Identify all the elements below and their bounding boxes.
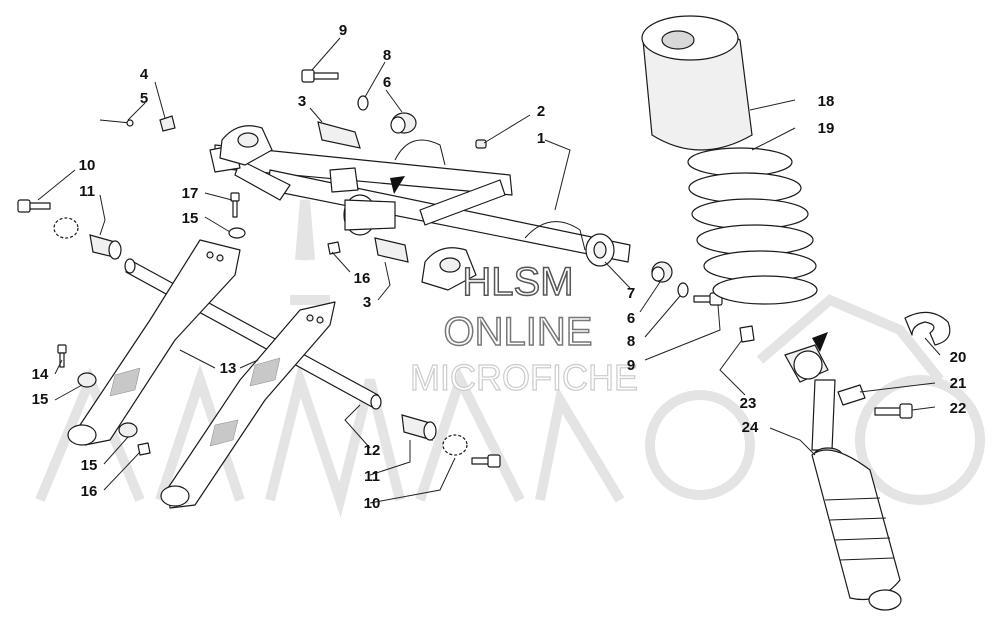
callout-15-bot: 15 — [81, 457, 98, 474]
pointer-arrow-shock — [812, 332, 828, 352]
callout-13: 13 — [220, 360, 237, 377]
watermark-line1: HLSM — [462, 260, 573, 304]
grease-fitting — [475, 139, 487, 149]
shock-bolt — [874, 403, 913, 419]
callout-3-mid: 3 — [363, 294, 371, 311]
callout-12: 12 — [364, 442, 381, 459]
callout-24: 24 — [742, 419, 759, 436]
swing-arm — [209, 139, 631, 267]
washer-top — [357, 95, 369, 111]
callout-16-bot: 16 — [81, 483, 98, 500]
callout-21: 21 — [950, 375, 967, 392]
callout-9-mid: 9 — [627, 357, 635, 374]
bumper-stop-front — [421, 247, 477, 291]
suspension-arm-left — [67, 239, 241, 446]
suspension-arm-right — [160, 301, 336, 509]
shock-sleeve — [837, 384, 866, 406]
callout-6-top: 6 — [383, 74, 391, 91]
callout-23: 23 — [740, 395, 757, 412]
watermark-text: HLSM ONLINE MICROFICHE — [409, 259, 638, 398]
bushing-top — [390, 112, 417, 134]
shock-body — [811, 379, 902, 611]
callout-22: 22 — [950, 400, 967, 417]
washer-15-left — [77, 372, 97, 388]
nut-16-bot — [137, 442, 151, 456]
callout-11-bot: 11 — [364, 468, 380, 485]
dust-cap-right — [442, 434, 468, 456]
bolt-left — [17, 199, 51, 213]
callout-18: 18 — [818, 93, 835, 110]
callout-6-mid: 6 — [627, 310, 635, 327]
callout-20: 20 — [950, 349, 967, 366]
bolt-top — [301, 69, 339, 83]
callout-17: 17 — [182, 185, 199, 202]
callout-5: 5 — [140, 90, 148, 107]
bolt-17 — [230, 192, 240, 218]
callout-19: 19 — [818, 120, 835, 137]
callout-15-left: 15 — [32, 391, 49, 408]
shock-eye — [784, 344, 829, 383]
watermark-line3: MICROFICHE — [410, 357, 638, 398]
cotter-pin — [99, 119, 134, 127]
washer-8-mid — [677, 282, 689, 298]
pointer-arrow-swingarm — [390, 176, 405, 194]
callout-2: 2 — [537, 103, 545, 120]
dust-cap-left — [53, 217, 79, 239]
coil-spring — [687, 147, 818, 305]
bolt-right — [471, 454, 501, 468]
retainer-clip — [159, 115, 176, 132]
callout-1: 1 — [537, 130, 545, 147]
callout-14: 14 — [32, 366, 49, 383]
bushing-7 — [651, 261, 673, 283]
callout-7: 7 — [627, 285, 635, 302]
bushing-right — [401, 414, 437, 441]
callout-8-top: 8 — [383, 47, 391, 64]
spring-boot — [641, 15, 753, 151]
wear-pad-top — [317, 121, 361, 149]
callout-9-top: 9 — [339, 22, 347, 39]
leader-lines — [37, 37, 941, 504]
spring-retainer — [904, 311, 951, 346]
callout-3-top: 3 — [298, 93, 306, 110]
callout-15-top: 15 — [182, 210, 199, 227]
callout-10-top: 10 — [79, 157, 96, 174]
callout-10-bot: 10 — [364, 495, 381, 512]
shock-nut — [739, 325, 755, 343]
callout-16-mid: 16 — [354, 270, 371, 287]
nut-16-mid — [327, 241, 341, 255]
callout-4: 4 — [140, 66, 149, 83]
washer-15-bot — [118, 422, 138, 438]
bolt-14 — [57, 344, 67, 368]
bumper-stop-rear — [219, 125, 273, 166]
callout-8-mid: 8 — [627, 333, 635, 350]
callout-labels: 9 8 6 4 5 3 2 1 10 11 17 15 16 3 7 6 8 9… — [32, 22, 967, 512]
watermark-line2: ONLINE — [444, 310, 593, 354]
wear-pad-mid — [374, 237, 409, 263]
bushing-left — [89, 234, 122, 260]
background-watermark-graphic — [35, 199, 985, 518]
callout-11-top: 11 — [79, 183, 95, 200]
washer-15-top — [228, 227, 246, 239]
